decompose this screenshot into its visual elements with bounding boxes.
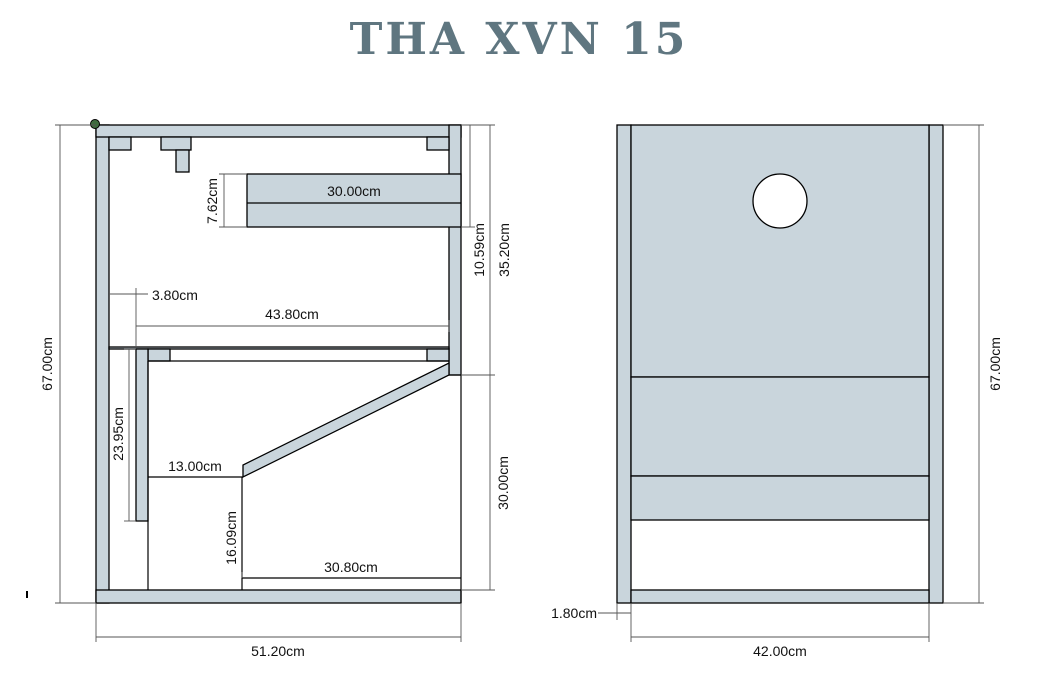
top-cleat-mid bbox=[160, 136, 192, 151]
top-cleat-left bbox=[108, 136, 132, 151]
upper-shelf bbox=[246, 173, 462, 228]
dim-lower-section: 30.00cm bbox=[495, 456, 511, 510]
mid-cleat-left bbox=[147, 348, 171, 362]
middle-divider bbox=[108, 346, 450, 350]
front-port-hole bbox=[752, 173, 808, 229]
front-board-lower-2 bbox=[630, 475, 930, 521]
front-bottom-panel bbox=[630, 589, 930, 604]
front-left-panel bbox=[616, 124, 632, 604]
dim-lower-left-height: 23.95cm bbox=[110, 407, 126, 461]
dim-side-total-width: 51.20cm bbox=[251, 643, 305, 659]
dim-offset: 3.80cm bbox=[152, 287, 198, 303]
front-view: 67.00cm 42.00cm 1.80cm bbox=[551, 124, 1003, 659]
top-cleat-right bbox=[426, 136, 450, 151]
front-board-main bbox=[630, 124, 930, 378]
dim-front-thickness: 1.80cm bbox=[551, 605, 597, 621]
side-left-panel bbox=[95, 124, 110, 604]
dim-shelf-width: 30.00cm bbox=[327, 183, 381, 199]
drawing-title: THA XVN 15 bbox=[349, 14, 689, 65]
front-board-lower-1 bbox=[630, 376, 930, 477]
dim-base-width: 30.80cm bbox=[324, 559, 378, 575]
dim-inner-width: 43.80cm bbox=[265, 306, 319, 322]
side-view: 67.00cm 51.20cm 30.00cm 7.62cm 10.59cm 3… bbox=[26, 119, 512, 659]
side-top-panel bbox=[95, 124, 462, 138]
side-bottom-panel bbox=[95, 589, 462, 604]
dim-side-total-height: 67.00cm bbox=[39, 337, 55, 391]
dim-upper-section: 35.20cm bbox=[496, 223, 512, 277]
diagonal-board bbox=[242, 361, 450, 479]
dim-shelf-height: 7.62cm bbox=[204, 178, 220, 224]
dim-front-width: 42.00cm bbox=[753, 643, 807, 659]
dim-front-total-height: 67.00cm bbox=[987, 337, 1003, 391]
top-cleat-mid-drop bbox=[175, 149, 190, 173]
mid-cleat-right bbox=[426, 348, 450, 362]
front-right-panel bbox=[928, 124, 944, 604]
dim-step-width: 13.00cm bbox=[168, 458, 222, 474]
side-right-upper-panel bbox=[448, 124, 462, 376]
lower-left-panel bbox=[135, 348, 149, 522]
dim-step-height: 16.09cm bbox=[223, 511, 239, 565]
dim-upper-gap: 10.59cm bbox=[471, 223, 487, 277]
